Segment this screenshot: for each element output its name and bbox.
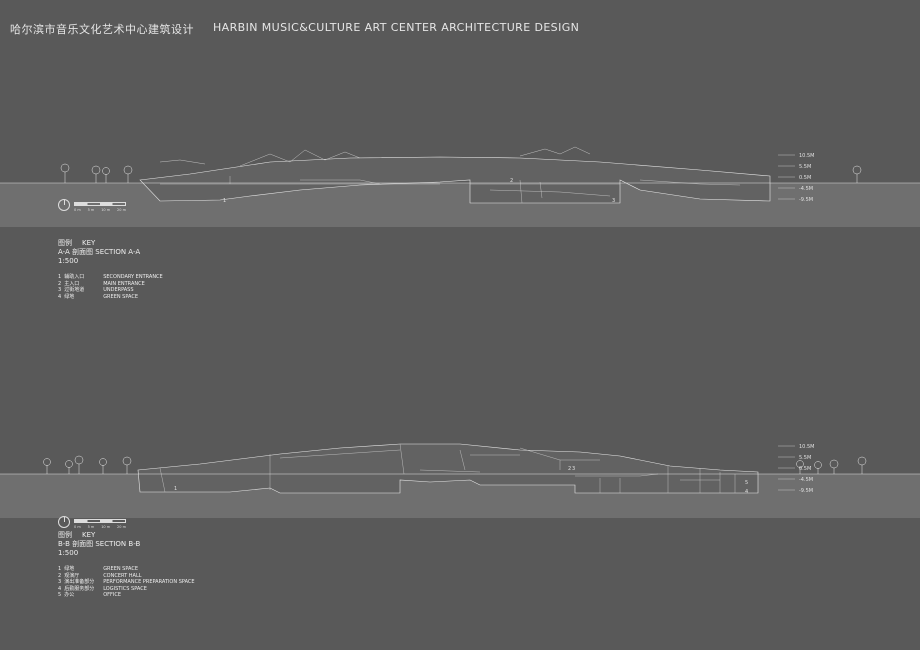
section-name: B-B 剖面图 SECTION B-B xyxy=(58,540,141,548)
scale-label: 5 m xyxy=(87,525,95,529)
level-label: -4.5M xyxy=(799,186,813,192)
level-label: 10.5M xyxy=(799,153,814,159)
level-label: 0.5M xyxy=(799,175,811,181)
key-label-cn: 图例 xyxy=(58,239,72,247)
level-markers xyxy=(778,445,795,491)
scale-bar: 0 m 5 m 10 m 20 m xyxy=(74,202,126,212)
level-markers xyxy=(778,154,795,200)
space-label: 3 xyxy=(572,466,575,472)
space-label: 2 xyxy=(510,178,513,184)
interior-lines xyxy=(159,443,736,493)
section-name: A-A 剖面图 SECTION A-A xyxy=(58,248,141,256)
trees-left xyxy=(43,455,132,474)
scale-bar: 0 m 5 m 10 m 20 m xyxy=(74,519,126,529)
key-label-en: KEY xyxy=(82,239,96,247)
scale-label: 0 m xyxy=(74,208,81,212)
drawing-scale: 1:500 xyxy=(58,549,79,557)
space-label: 1 xyxy=(223,198,226,204)
north-arrow-icon xyxy=(58,199,70,211)
trees-right xyxy=(796,456,867,474)
level-label: 0.5M xyxy=(799,466,811,472)
level-label: 5.5M xyxy=(799,455,811,461)
level-label: 5.5M xyxy=(799,164,811,170)
trees-right xyxy=(852,165,862,183)
key-label-en: KEY xyxy=(82,531,96,539)
level-label: 10.5M xyxy=(799,444,814,450)
scale-label: 10 m xyxy=(101,208,111,212)
level-label: -9.5M xyxy=(799,197,813,203)
scale-label: 20 m xyxy=(117,525,126,529)
title-chinese: 哈尔滨市音乐文化艺术中心建筑设计 xyxy=(10,23,194,36)
section-b-drawing: 10.5M 5.5M 0.5M -4.5M -9.5M 1 2 3 4 5 xyxy=(0,443,920,518)
space-label: 2 xyxy=(568,466,571,472)
level-label: -9.5M xyxy=(799,488,813,494)
drawing-scale: 1:500 xyxy=(58,257,79,265)
roof-ridges xyxy=(159,146,591,167)
trees-left xyxy=(60,163,133,183)
scale-label: 5 m xyxy=(87,208,95,212)
level-label: -4.5M xyxy=(799,477,813,483)
space-label: 4 xyxy=(745,489,748,495)
scale-label: 20 m xyxy=(117,208,126,212)
key-label-cn: 图例 xyxy=(58,531,72,539)
section-a-drawing: 10.5M 5.5M 0.5M -4.5M -9.5M 1 2 3 xyxy=(0,146,920,227)
space-label: 5 xyxy=(745,480,748,486)
north-arrow-icon xyxy=(58,516,70,528)
scale-label: 0 m xyxy=(74,525,81,529)
space-label: 3 xyxy=(612,198,615,204)
ground-band xyxy=(0,183,920,227)
roof-profile xyxy=(139,156,771,204)
title-english: HARBIN MUSIC&CULTURE ART CENTER ARCHITEC… xyxy=(213,21,580,34)
scale-label: 10 m xyxy=(101,525,111,529)
space-label: 1 xyxy=(174,486,177,492)
interior-lines xyxy=(160,176,741,204)
